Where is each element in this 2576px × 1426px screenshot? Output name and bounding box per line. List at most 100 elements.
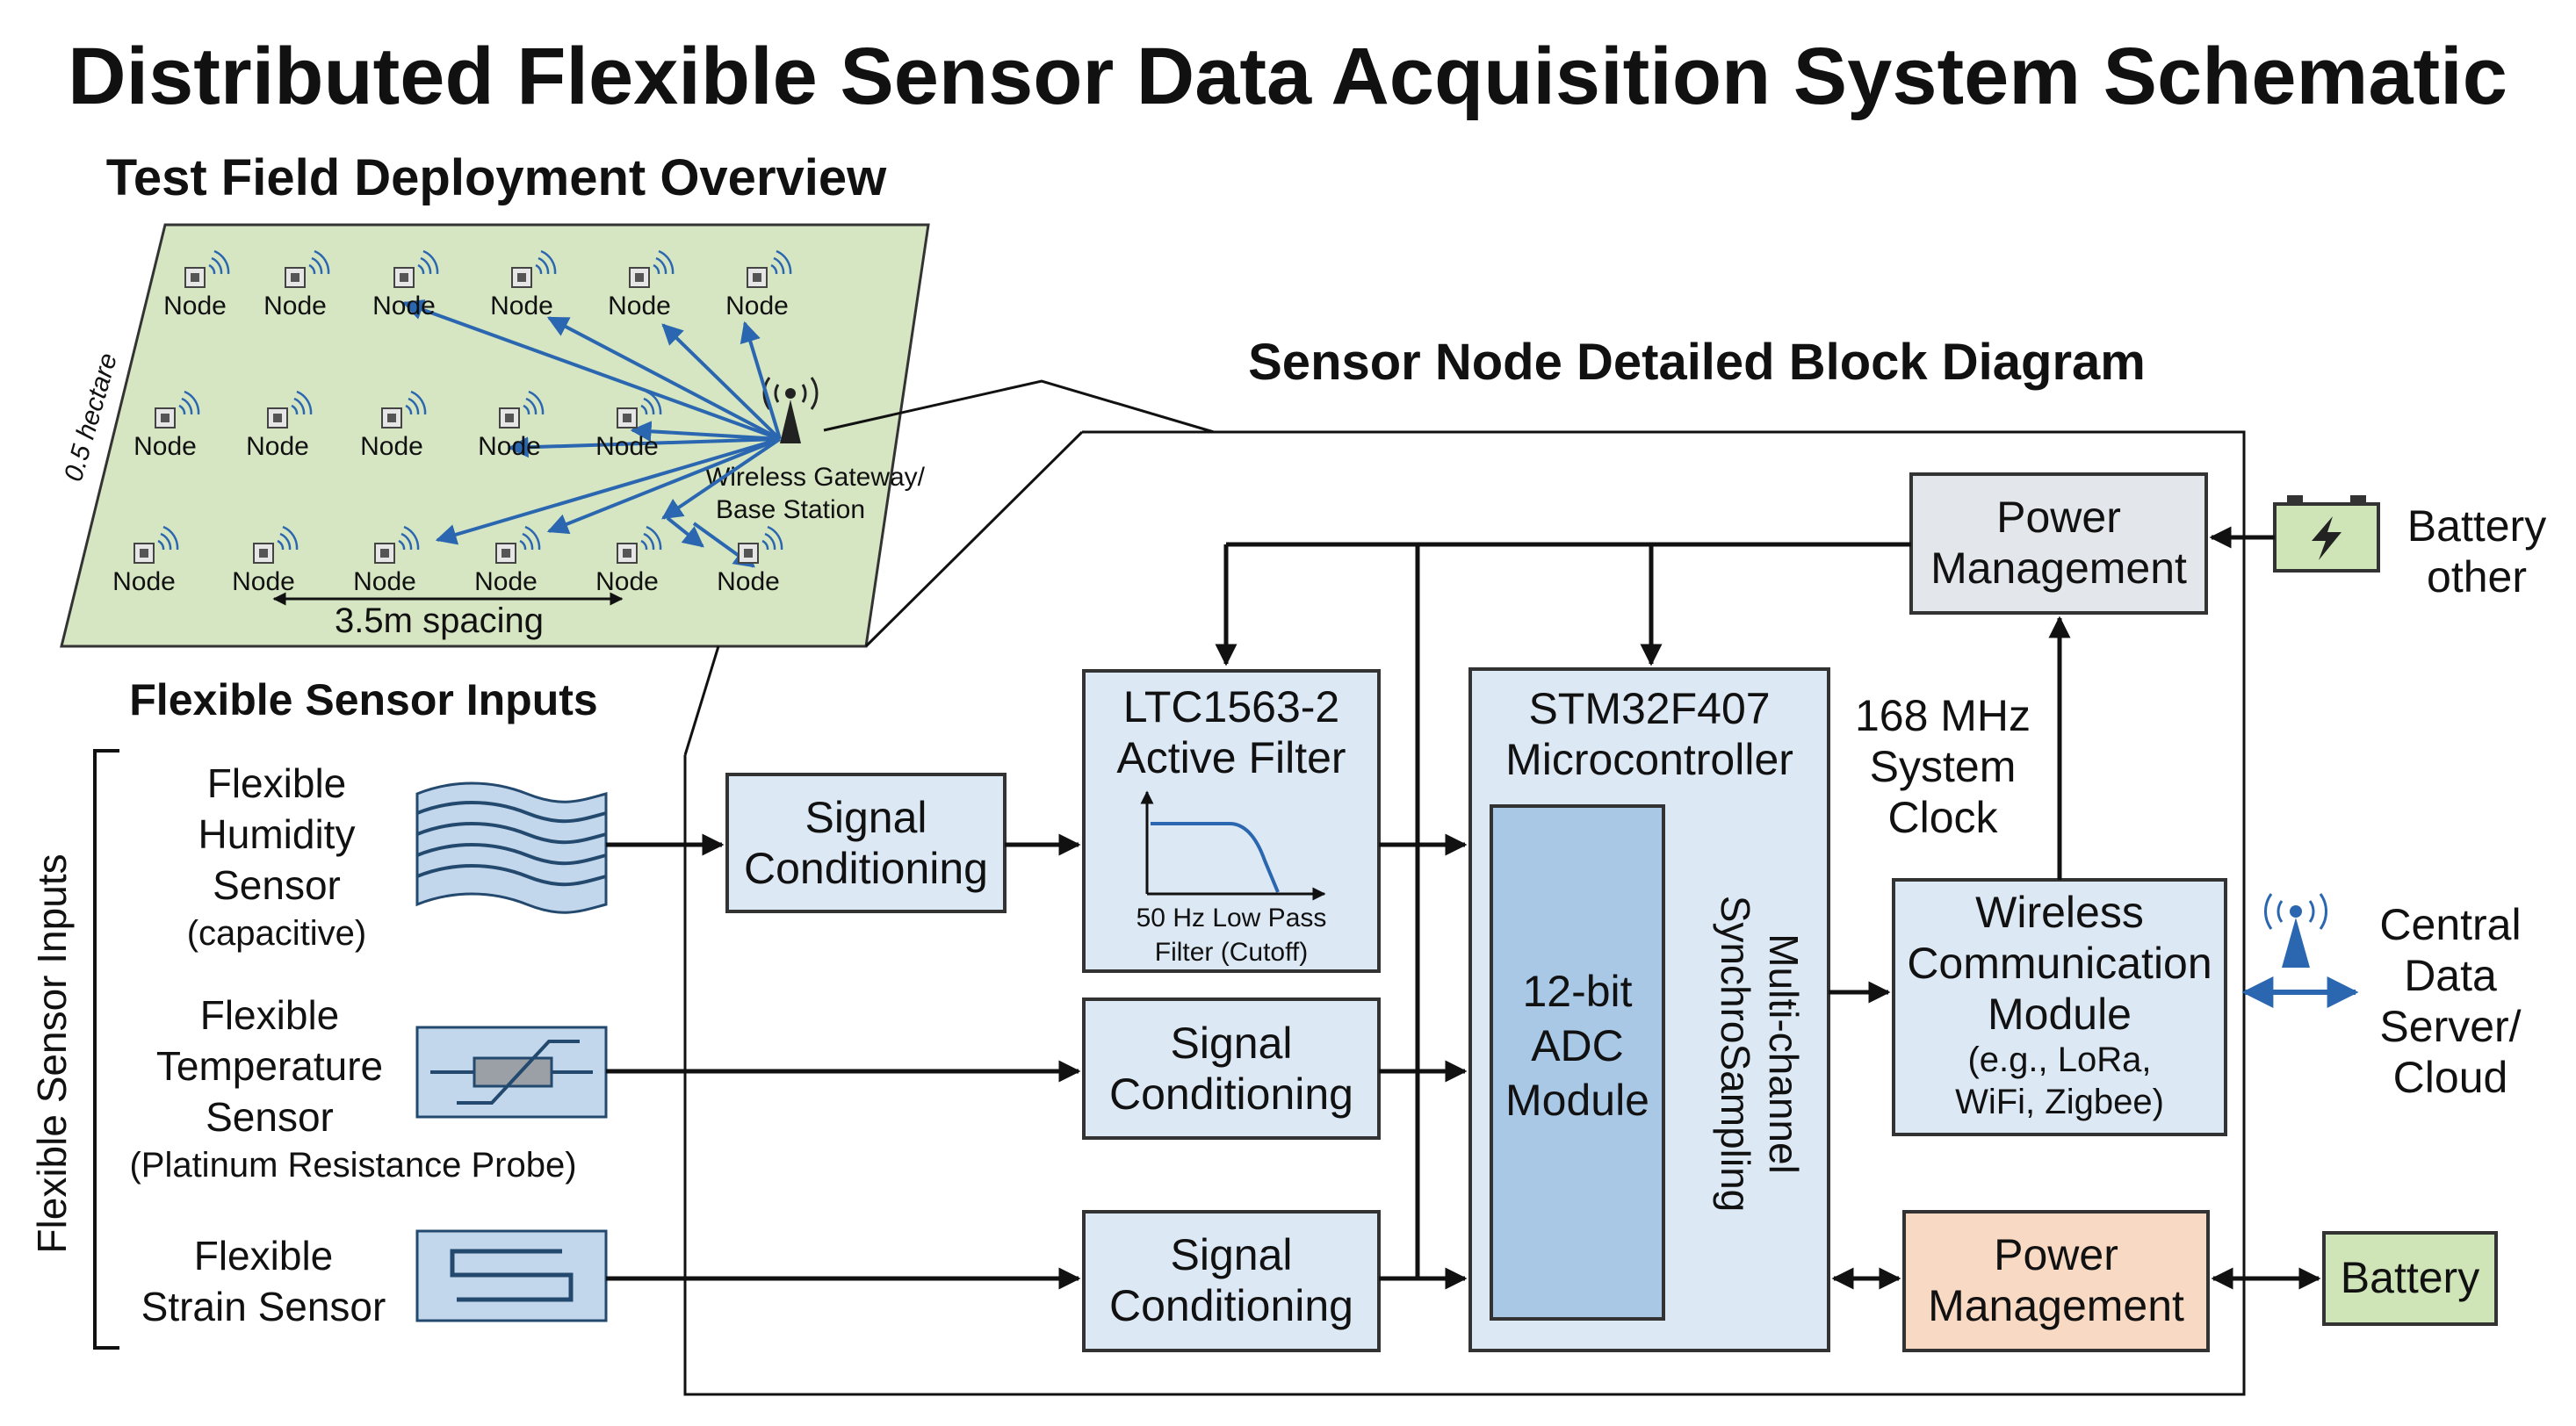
node-label: Node — [263, 292, 327, 320]
inputs-bracket — [93, 749, 119, 1350]
node-label: Node — [490, 292, 553, 320]
mcu-title-1: STM32F407 — [1528, 684, 1770, 733]
strain-label-1: Flexible — [194, 1233, 334, 1278]
callout-line — [823, 379, 1215, 434]
connection-wires — [606, 526, 2321, 1290]
node-marker: Node — [163, 249, 230, 320]
node-label: Node — [163, 292, 227, 320]
battery-top-icon — [2273, 495, 2380, 573]
power-top-line-1: Power — [1996, 493, 2121, 542]
signal-conditioning-3-line1: Signal — [1171, 1230, 1293, 1279]
filter-note-2: Filter (Cutoff) — [1155, 938, 1308, 967]
adc-line-1: 12-bit — [1522, 967, 1632, 1016]
node-label: Node — [133, 432, 197, 461]
node-marker: Node — [595, 525, 662, 596]
power-top-line-2: Management — [1930, 544, 2187, 593]
lowpass-response-icon — [1140, 790, 1326, 901]
power-management-top-box — [1909, 472, 2208, 615]
node-label: Node — [474, 567, 538, 596]
node-label: Node — [112, 567, 176, 596]
node-marker: Node — [353, 525, 420, 596]
node-label: Node — [595, 432, 659, 461]
node-label: Node — [717, 567, 780, 596]
cloud-line-4: Cloud — [2393, 1053, 2508, 1102]
signal-conditioning-2-line1: Signal — [1171, 1019, 1293, 1068]
active-filter-box — [1082, 669, 1381, 973]
humidity-label-2: Humidity — [198, 811, 356, 857]
adc-line-3: Module — [1505, 1076, 1649, 1125]
temperature-sensor-icon — [415, 1026, 608, 1119]
node-label: Node — [232, 567, 295, 596]
node-marker: Node — [717, 525, 783, 596]
gateway-label-1: Wireless Gateway/ — [705, 463, 926, 492]
strain-sensor-icon — [415, 1229, 608, 1322]
node-label: Node — [372, 292, 436, 320]
node-marker: Node — [725, 249, 792, 320]
node-marker: Node — [133, 390, 200, 461]
field-heading: Test Field Deployment Overview — [106, 149, 887, 206]
inputs-heading: Flexible Sensor Inputs — [129, 675, 597, 724]
node-frame — [683, 430, 2246, 1396]
node-marker: Node — [232, 525, 299, 596]
spacing-label: 3.5m spacing — [335, 601, 544, 640]
temperature-label-1: Flexible — [200, 992, 340, 1038]
gateway-label-2: Base Station — [716, 495, 865, 524]
node-marker: Node — [112, 525, 179, 596]
callout-line — [864, 430, 1084, 648]
adc-line-2: ADC — [1531, 1021, 1624, 1070]
battery-top-line-2: other — [2427, 552, 2527, 601]
battery-bottom-label: Battery — [2341, 1253, 2479, 1302]
battery-bottom-box — [2322, 1231, 2498, 1326]
power-bottom-line-1: Power — [1994, 1230, 2118, 1279]
cloud-line-3: Server/ — [2379, 1002, 2521, 1051]
callout-line — [683, 645, 720, 756]
node-marker: Node — [474, 525, 541, 596]
signal-conditioning-2-line2: Conditioning — [1109, 1070, 1353, 1119]
wireless-module-box — [1892, 878, 2227, 1136]
page-title: Distributed Flexible Sensor Data Acquisi… — [68, 32, 2507, 121]
wireless-line-5: WiFi, Zigbee) — [1955, 1083, 2164, 1121]
node-label: Node — [246, 432, 309, 461]
adc-module-box — [1490, 804, 1665, 1321]
cloud-line-1: Central — [2379, 900, 2521, 949]
battery-top-line-1: Battery — [2407, 501, 2546, 551]
node-marker: Node — [478, 390, 545, 461]
humidity-sensor-icon — [415, 781, 608, 914]
node-marker: Node — [263, 249, 330, 320]
wireless-line-2: Communication — [1907, 939, 2212, 988]
inputs-side-label: Flexible Sensor Inputs — [29, 853, 75, 1253]
power-management-bottom-box — [1902, 1210, 2210, 1352]
sync-line-2: SynchroSampling — [1713, 896, 1758, 1213]
clock-line-1: 168 MHz — [1855, 691, 2031, 740]
node-label: Node — [725, 292, 789, 320]
wireless-line-1: Wireless — [1975, 888, 2144, 937]
humidity-note: (capacitive) — [187, 914, 367, 953]
node-label: Node — [608, 292, 671, 320]
node-label: Node — [595, 567, 659, 596]
filter-note-1: 50 Hz Low Pass — [1136, 904, 1327, 933]
block-heading: Sensor Node Detailed Block Diagram — [1248, 334, 2146, 391]
signal-conditioning-1-box — [725, 773, 1007, 913]
mcu-title-2: Microcontroller — [1505, 735, 1793, 784]
strain-label-2: Strain Sensor — [141, 1284, 386, 1329]
temperature-note: (Platinum Resistance Probe) — [129, 1146, 576, 1185]
node-marker: Node — [608, 249, 675, 320]
gateway-antenna-icon — [762, 377, 819, 443]
signal-conditioning-3-line2: Conditioning — [1109, 1281, 1353, 1330]
temperature-label-3: Sensor — [206, 1094, 334, 1140]
node-label: Node — [360, 432, 423, 461]
node-marker: Node — [360, 390, 427, 461]
filter-title-1: LTC1563-2 — [1123, 682, 1339, 731]
signal-conditioning-1-line1: Signal — [805, 793, 927, 842]
cloud-line-2: Data — [2404, 951, 2497, 1000]
temperature-label-2: Temperature — [156, 1043, 383, 1089]
cloud-antenna-icon — [2264, 893, 2327, 968]
gateway-links — [401, 299, 782, 568]
humidity-label-1: Flexible — [207, 760, 347, 806]
clock-line-3: Clock — [1887, 793, 1998, 842]
node-marker: Node — [595, 390, 662, 461]
node-marker: Node — [372, 249, 439, 320]
node-label: Node — [478, 432, 541, 461]
node-marker: Node — [490, 249, 557, 320]
